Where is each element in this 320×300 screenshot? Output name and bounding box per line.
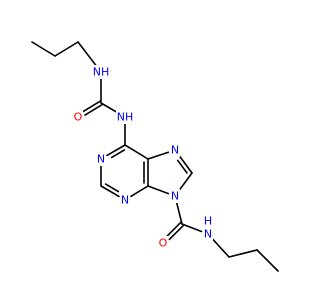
bond-n7-c8-inner [176,159,188,174]
bond-c_pr1_a-c_pr1_b [31,41,56,57]
atom-background [120,193,130,207]
atom-label-n_urea2: NH [117,111,134,124]
atom-label-o_urea: O [74,111,83,124]
bond-c5-c6 [124,144,149,160]
bond-c_amide-o_amide-second [168,224,185,241]
bond-c_urea-n_urea2 [100,102,120,115]
bond-n7-c8 [178,154,193,174]
atom-background [203,227,213,241]
bond-n_amide-c_pr2_a [211,238,230,258]
atom-label-o_amide: O [159,237,168,250]
bond-c_pr2_b-c_pr2_c [256,249,279,272]
atom-background [96,152,106,166]
bond-n9-c4 [147,185,170,195]
atom-background [170,143,180,157]
atom-hydrogen-n_amide: H [204,215,212,228]
bond-c_pr1_b-c_pr1_c [54,41,79,57]
bond-n9-c_amide [175,201,183,225]
bond-c8-n9 [178,172,193,192]
bond-c_urea-o_urea-second [84,103,103,116]
atom-background [170,189,180,203]
bond-c6-n1-inner [110,149,126,159]
atom-background [116,110,134,124]
atom-background [92,65,110,79]
atom-label-n9: N [171,190,179,203]
bond-layer [31,41,279,272]
atom-background [73,110,83,124]
atom-background [158,236,168,250]
atom-label-n7: N [171,144,179,157]
bond-c_amide-o_amide [165,221,182,238]
bond-c6-n1 [106,144,126,157]
bond-c_pr2_a-c_pr2_b [228,249,258,258]
bond-c_pr1_c-n_urea1 [77,41,98,68]
bond-c2-n3 [100,185,120,198]
atom-label-n1: N [97,153,105,166]
bond-c_amide-n_amide [181,223,203,233]
atom-label-n_amide: N [204,228,212,241]
bond-c5-n7 [147,151,170,160]
atom-label-n3: N [121,194,129,207]
bond-c2-n3-inner [104,183,120,193]
atom-label-n_urea1: NH [93,66,110,79]
bond-n3-c4 [130,185,149,198]
bond-c_urea-o_urea [82,100,101,113]
